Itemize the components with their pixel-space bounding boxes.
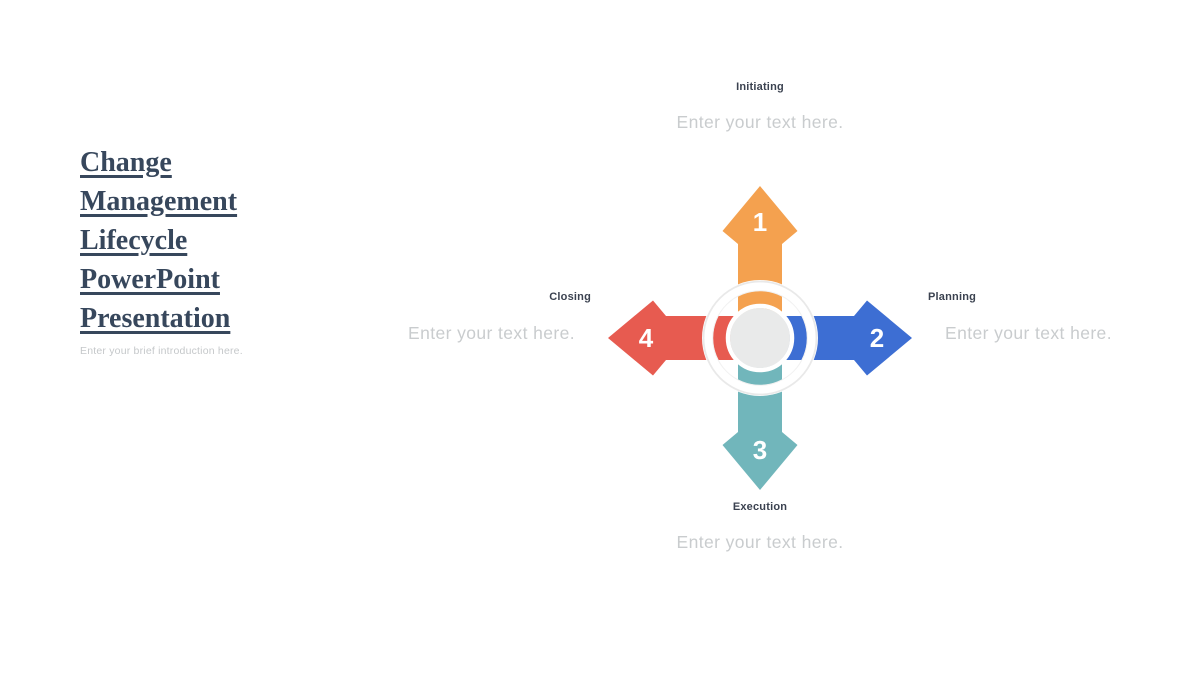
step-placeholder-execution[interactable]: Enter your text here. bbox=[676, 532, 844, 552]
step-label-execution: Execution bbox=[732, 501, 788, 513]
arrow-left-closing bbox=[608, 300, 762, 376]
step-number-4: 4 bbox=[639, 323, 654, 353]
step-number-3: 3 bbox=[753, 435, 767, 465]
slide-title[interactable]: Change Management Lifecycle PowerPoint P… bbox=[80, 147, 238, 334]
step-placeholder-closing[interactable]: Enter your text here. bbox=[408, 323, 575, 343]
title-block: Change Management Lifecycle PowerPoint P… bbox=[80, 143, 280, 357]
step-placeholder-initiating[interactable]: Enter your text here. bbox=[676, 112, 844, 132]
center-circle bbox=[730, 308, 790, 368]
lifecycle-cross-diagram: 1 2 3 4 bbox=[608, 186, 912, 490]
outer-faint-ring bbox=[702, 280, 818, 396]
outer-white-ring bbox=[702, 280, 818, 396]
step-label-closing: Closing bbox=[549, 291, 591, 303]
inner-white-ring bbox=[725, 303, 795, 373]
arrow-up-initiating bbox=[722, 186, 798, 340]
step-label-initiating: Initiating bbox=[736, 81, 784, 93]
arrow-right-planning bbox=[758, 300, 912, 376]
step-number-1: 1 bbox=[753, 207, 767, 237]
step-placeholder-planning[interactable]: Enter your text here. bbox=[945, 323, 1112, 343]
step-label-planning: Planning bbox=[928, 291, 977, 303]
intro-placeholder[interactable]: Enter your brief introduction here. bbox=[80, 345, 243, 357]
arrow-down-execution bbox=[722, 336, 798, 490]
step-number-2: 2 bbox=[870, 323, 884, 353]
inner-faint-ring bbox=[712, 290, 808, 386]
